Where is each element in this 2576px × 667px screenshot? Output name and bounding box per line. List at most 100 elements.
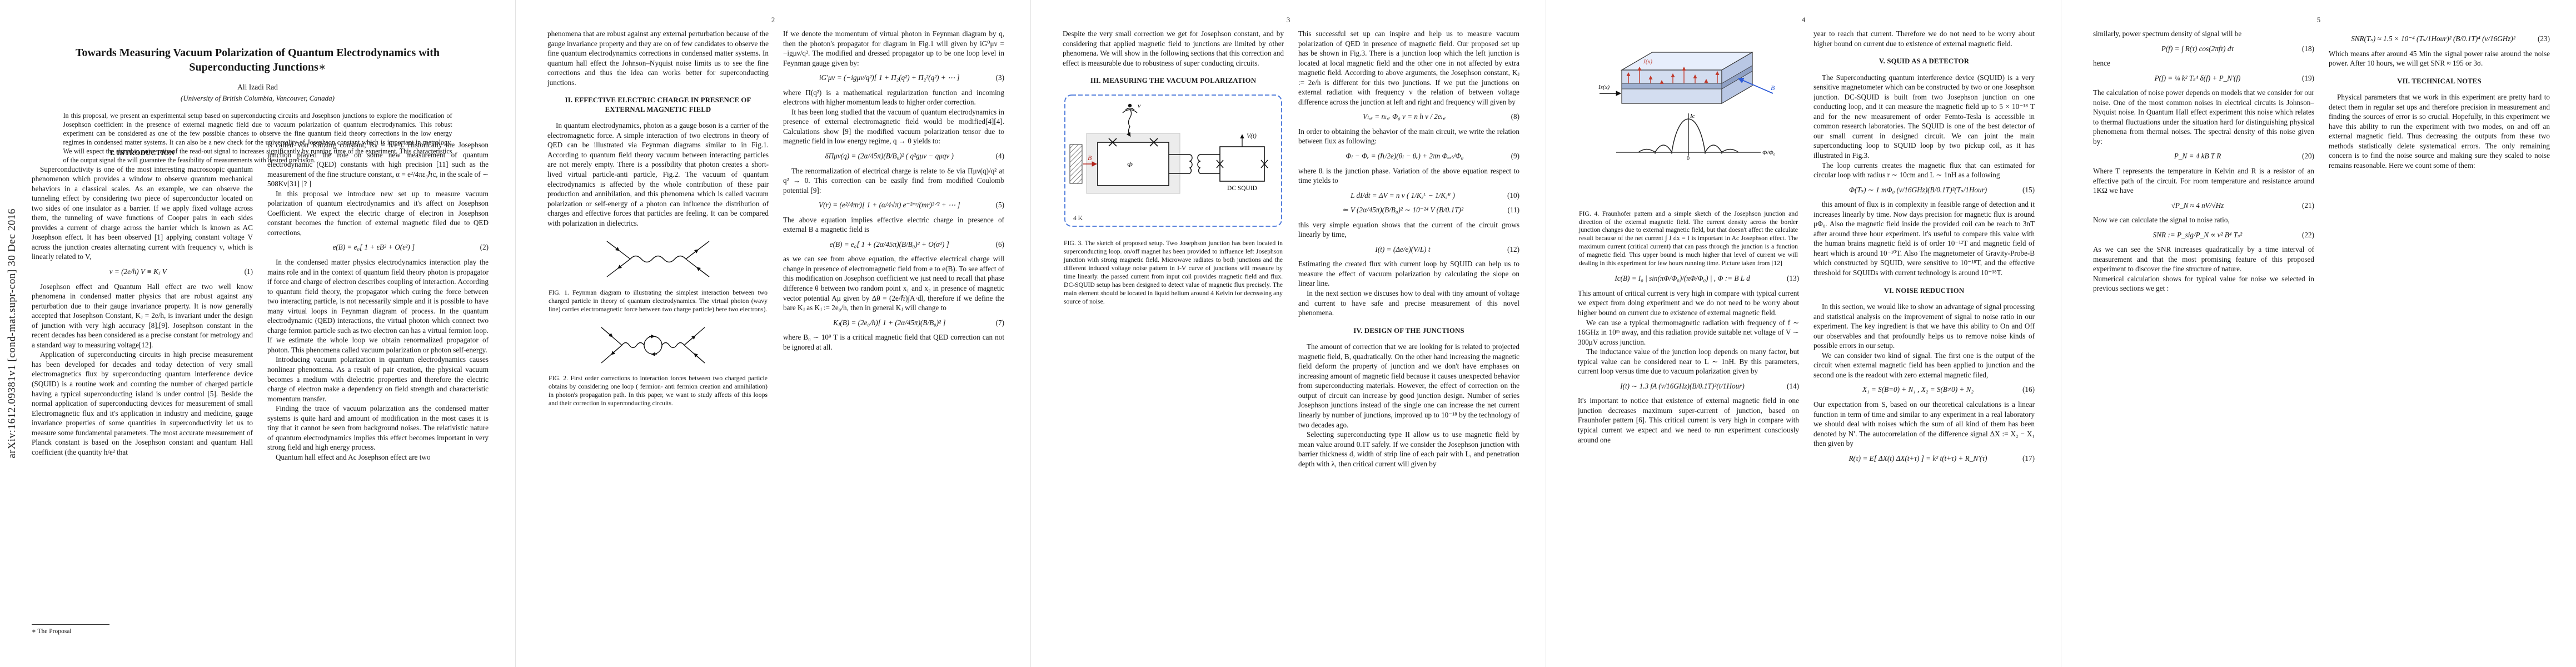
equation-number: (20)	[2302, 152, 2314, 161]
equation: Φₗ − Φᵣ = (ℏ/2e)(θₗ − θᵣ) + 2πn Φₑₓₜ/Φ₀(…	[1298, 151, 1519, 161]
column-left: Despite the very small correction we get…	[1063, 29, 1284, 639]
paragraph: In this section, we would like to show a…	[1813, 302, 2035, 350]
barrier-layer-side	[1721, 65, 1753, 89]
paper-title: Towards Measuring Vacuum Polarization of…	[75, 47, 440, 73]
column-left: phenomena that are robust against any ex…	[547, 29, 769, 639]
equation-body: SNR(Tₛ) ≈ 1.5 × 10⁻⁴ (Tₛ/1Hour)² (B/0.1T…	[2351, 34, 2515, 43]
supercurrent-label: Is(x)	[1598, 84, 1610, 91]
field-label: B	[1088, 154, 1092, 162]
paragraph: this amount of flux is in complexity in …	[1813, 200, 2035, 277]
equation-body: I(t) ∼ 1.3 fA (ν/16GHz)(B/0.1T)²(t/1Hour…	[1620, 381, 1745, 390]
figure-caption: FIG. 1. Feynman diagram to illustrating …	[549, 288, 768, 313]
equation-body: P(f) = ¼ k² Tₛ⁴ δ(f) + P_N′(f)	[2154, 73, 2241, 82]
helium-label: 4 K	[1073, 215, 1083, 222]
paragraph: is called Von Klitzing constant, Rₖ = h/…	[267, 141, 489, 188]
setup-circuit-sketch: B ν Φ DC SQUID V(t) 4 K	[1064, 94, 1282, 227]
equation-number: (12)	[1507, 245, 1519, 253]
equation-number: (23)	[2538, 34, 2550, 43]
paragraph: We can consider two kind of signal. The …	[1813, 351, 2035, 379]
figure-fig4: J(x) B Is(x) Ic Φ/Φ₀ 0 FIG. 4. Fraunhofe…	[1578, 37, 1799, 268]
paragraph: In quantum electrodynamics, photon as a …	[547, 121, 769, 227]
equation-number: (14)	[1787, 381, 1799, 390]
b-field-arrow	[1737, 77, 1773, 94]
paper-affiliation: (University of British Columbia, Vancouv…	[181, 94, 335, 102]
equation-number: (16)	[2022, 385, 2035, 394]
cryostat-boundary	[1064, 94, 1282, 227]
equation-body: √P_N ≈ 4 nV/√Hz	[2171, 201, 2224, 210]
feynman-tree-diagram	[606, 241, 710, 277]
column-right: If we denote the momentum of virtual pho…	[783, 29, 1004, 639]
microwave-label: ν	[1138, 102, 1141, 109]
equation: V(r) = (e²/4πr)[ 1 + (α/4√π) e⁻²ᵐʳ/(mr)³…	[783, 200, 1004, 210]
columns: J(x) B Is(x) Ic Φ/Φ₀ 0 FIG. 4. Fraunhofe…	[1578, 29, 2035, 639]
dc-squid-loop	[1219, 146, 1265, 182]
equation-number: (21)	[2302, 201, 2314, 210]
arxiv-stamp: arXiv:1612.09381v1 [cond-mat.supr-con] 3…	[6, 208, 18, 459]
barrier-layer	[1621, 83, 1722, 89]
paragraph: Where T represents the temperature in Ke…	[2093, 167, 2314, 195]
equation-body: Kⱼ(B) = (2e₀/h)[ 1 + (2α/45π)(B/B₀)² ]	[833, 318, 946, 327]
equation-body: I(t) = (Δe/e)(V/L) t	[1375, 245, 1431, 253]
paragraph: hence	[2093, 59, 2110, 68]
paragraph: Estimating the created flux with current…	[1298, 260, 1519, 288]
paragraph: Josephson effect and Quantum Hall effect…	[32, 282, 253, 349]
columns: similarly, power spectrum density of sig…	[2093, 29, 2550, 639]
equation: Ic(B) = I₀ | sin(πΦ/Φ₀)/(πΦ/Φ₀) | , Φ :=…	[1578, 273, 1799, 283]
paragraph: year to reach that current. Therefore we…	[1813, 29, 2035, 48]
paragraph: Despite the very small correction we get…	[1063, 29, 1284, 67]
paragraph: The above equation implies effective ele…	[783, 215, 1004, 234]
section-heading: II. EFFECTIVE ELECTRIC CHARGE IN PRESENC…	[565, 96, 751, 113]
equation-body: P_N = 4 kB T R	[2174, 152, 2221, 161]
equation-number: (13)	[1787, 274, 1799, 283]
equation: ν = (2e/h) V ≡ Kⱼ V(1)	[32, 267, 253, 277]
equation: Vₗ,ᵣ = nₗ,ᵣ Φ₀ ν = n h ν / 2eₗ,ᵣ(8)	[1298, 112, 1519, 122]
paragraph: Physical parameters that we work in this…	[2329, 93, 2550, 170]
josephson-junction-right-icon	[1149, 138, 1158, 147]
equation-body: Ic(B) = I₀ | sin(πΦ/Φ₀)/(πΦ/Φ₀) | , Φ :=…	[1615, 274, 1750, 283]
equation-body: V(r) = (e²/4πr)[ 1 + (α/4√π) e⁻²ᵐʳ/(mr)³…	[819, 201, 960, 210]
current-density-arrows	[1626, 66, 1720, 84]
equation-number: (1)	[244, 267, 253, 276]
page-1: arXiv:1612.09381v1 [cond-mat.supr-con] 3…	[0, 0, 515, 667]
paragraph: Which means after around 45 Min the sign…	[2329, 49, 2550, 68]
equation: X₁ = S(B=0) + N₁ , X₂ = S(B≠0) + N₂(16)	[1813, 385, 2035, 395]
footnote-area: ∗ The Proposal	[32, 624, 253, 635]
equation-body: Vₗ,ᵣ = nₗ,ᵣ Φ₀ ν = n h ν / 2eₗ,ᵣ	[1363, 112, 1447, 121]
figure-caption: FIG. 4. Fraunhofer pattern and a simple …	[1579, 210, 1798, 267]
equation-number: (5)	[995, 201, 1004, 210]
paragraph: The Superconducting quantum interference…	[1813, 73, 2035, 160]
squid-label: DC SQUID	[1227, 185, 1257, 192]
paragraph: where θᵢ is the junction phase. Variatio…	[1298, 166, 1519, 185]
paragraph: The renormalization of electrical charge…	[783, 166, 1004, 195]
equation-number: (9)	[1511, 152, 1519, 161]
section-heading: V. SQUID AS A DETECTOR	[1879, 57, 1970, 66]
equation: I(t) = (Δe/e)(V/L) t (12)	[1298, 245, 1519, 255]
figure-fig3: B ν Φ DC SQUID V(t) 4 K FIG. 3. The sket…	[1063, 93, 1284, 306]
josephson-junction-left-icon	[1108, 138, 1117, 147]
microwave-source-icon	[1122, 103, 1138, 137]
equation: SNR(Tₛ) ≈ 1.5 × 10⁻⁴ (Tₛ/1Hour)² (B/0.1T…	[2329, 34, 2550, 44]
page-5: 5 similarly, power spectrum density of s…	[2061, 0, 2576, 667]
paragraph: Introducing vacuum polarization in quant…	[267, 355, 489, 403]
equation: √P_N ≈ 4 nV/√Hz (21)	[2093, 201, 2314, 211]
section-heading: VII. TECHNICAL NOTES	[2397, 77, 2482, 85]
column-right: is called Von Klitzing constant, Rₖ = h/…	[267, 140, 489, 613]
paragraph: It has been long studied that the vacuum…	[783, 107, 1004, 146]
ic-axis-label: Ic	[1690, 113, 1695, 120]
equation-body: e(B) = e₀[ 1 + εB² + O(ε²) ]	[332, 243, 415, 252]
squid-junctions	[1216, 160, 1268, 168]
equation-number: (19)	[2302, 73, 2314, 82]
equation-body: e(B) = e₀[ 1 + (2α/45π)(B/B₀)² + O(α²) ]	[829, 240, 949, 248]
equation: Kⱼ(B) = (2e₀/h)[ 1 + (2α/45π)(B/B₀)² ](7…	[783, 318, 1004, 328]
flux-label: Φ	[1127, 160, 1133, 168]
paragraph: We can use a typical thermomagnetic radi…	[1578, 318, 1799, 346]
paragraph: Our expectation from S, based on our the…	[1813, 400, 2035, 448]
page-2: 2 phenomena that are robust against any …	[515, 0, 1030, 667]
paragraph: The calculation of noise power depends o…	[2093, 88, 2314, 146]
equation-body: Φ(Tₛ) ∼ 1 mΦ₀ (ν/16GHz)(B/0.1T)²(Tₛ/1Hou…	[1848, 185, 1987, 194]
equation: ≃ V (2α/45π)(B/B₀)² ∼ 10⁻²⁴ V (B/0.1T)²(…	[1298, 205, 1519, 215]
equation: L dI/dt = ΔV = n ν ( 1/Kⱼᴸ − 1/Kⱼᴿ )(10)	[1298, 191, 1519, 201]
